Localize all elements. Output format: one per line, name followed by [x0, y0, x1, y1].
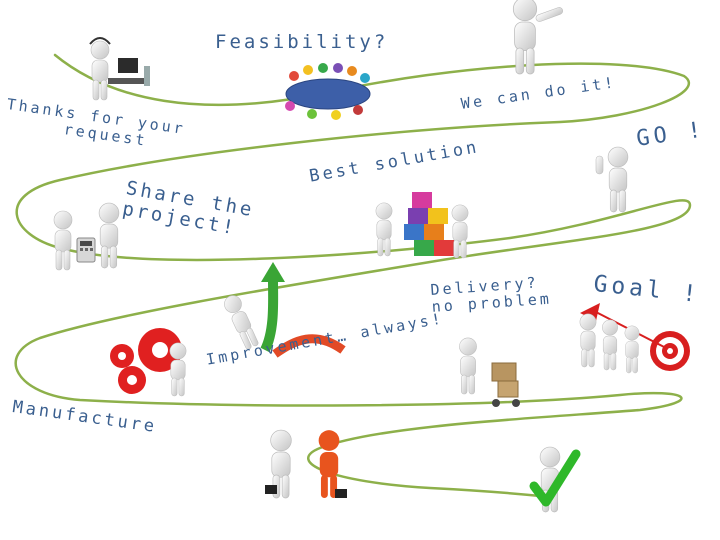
delivery-cart-figure-icon [459, 337, 520, 407]
calculator-figures-icon [53, 202, 120, 271]
meeting-table-icon [285, 63, 371, 120]
target-dart-figures-icon [579, 303, 690, 374]
gear-pushing-figure-icon [110, 328, 187, 397]
call-center-figure-icon [89, 37, 150, 101]
puzzle-figures-icon [375, 192, 469, 259]
handshake-figures-icon [265, 429, 347, 499]
checkmark-figure-icon [529, 446, 581, 513]
presenting-figure-icon [512, 0, 564, 75]
rising-arrow-figure-icon [221, 262, 346, 358]
thumbs-up-figure-icon [595, 146, 629, 213]
process-path [14, 53, 692, 498]
feasibility-label: Feasibility? [215, 31, 389, 53]
